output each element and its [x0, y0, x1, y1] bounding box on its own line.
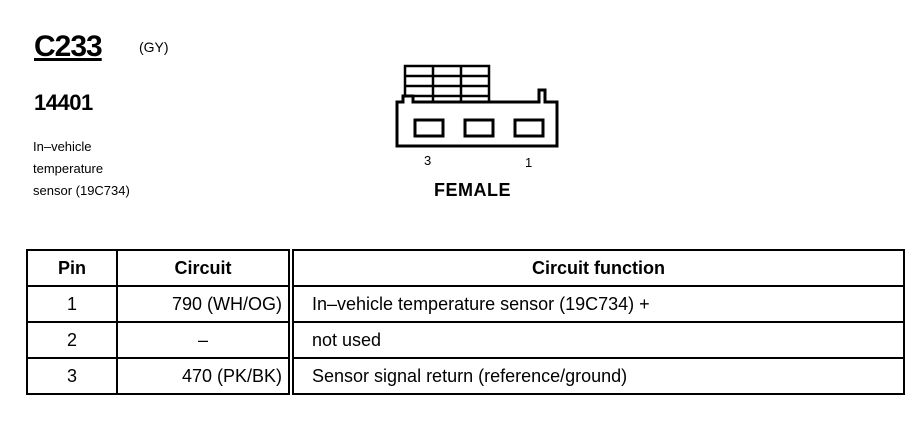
pin-cavity-1	[513, 118, 545, 138]
circuit-cell: 470 (PK/BK)	[116, 357, 292, 395]
circuit-cell: –	[116, 321, 292, 359]
connector-housing	[395, 88, 559, 148]
pin-cavity-3	[413, 118, 445, 138]
pin-label-1: 1	[525, 155, 533, 170]
circuit-column-header: Circuit	[116, 249, 292, 287]
pin-cavity-2	[463, 118, 495, 138]
circuit-cell: 790 (WH/OG)	[116, 285, 292, 323]
table-row: 2 – not used	[26, 321, 905, 359]
function-column-header: Circuit function	[288, 249, 905, 287]
function-cell: not used	[288, 321, 905, 359]
pin-label-3: 3	[424, 153, 432, 168]
table-header-row: Pin Circuit Circuit function	[26, 249, 905, 287]
connector-gender-label: FEMALE	[434, 180, 511, 200]
function-cell: In–vehicle temperature sensor (19C734) +	[288, 285, 905, 323]
pin-cell: 3	[26, 357, 118, 395]
table-row: 3 470 (PK/BK) Sensor signal return (refe…	[26, 357, 905, 395]
pin-cell: 2	[26, 321, 118, 359]
component-description: In–vehicle temperature sensor (19C734)	[33, 136, 213, 202]
table-row: 1 790 (WH/OG) In–vehicle temperature sen…	[26, 285, 905, 323]
connector-id: C233	[34, 30, 103, 63]
description-line: temperature	[33, 161, 104, 176]
description-line: sensor (19C734)	[33, 183, 130, 198]
pin-cell: 1	[26, 285, 118, 323]
connector-color-code: (GY)	[139, 39, 169, 55]
connector-face-diagram	[395, 64, 559, 148]
pin-column-header: Pin	[26, 249, 118, 287]
pinout-table: Pin Circuit Circuit function 1 790 (WH/O…	[26, 249, 905, 395]
connector-latch	[403, 64, 491, 108]
part-number: 14401	[34, 90, 93, 115]
function-cell: Sensor signal return (reference/ground)	[288, 357, 905, 395]
description-line: In–vehicle	[33, 139, 92, 154]
